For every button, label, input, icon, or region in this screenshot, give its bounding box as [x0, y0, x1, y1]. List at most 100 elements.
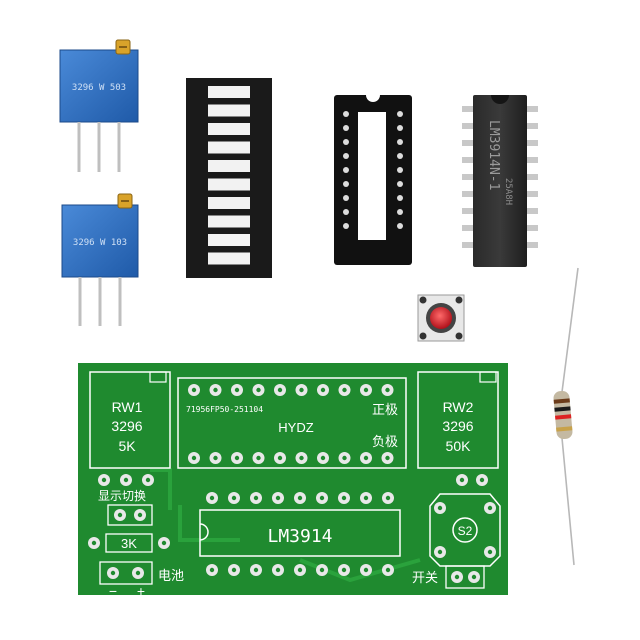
socket-contact: [397, 195, 403, 201]
solder-pad-hole: [191, 455, 197, 461]
pot-bottom-marking: 3296 W 103: [73, 238, 127, 248]
pcb-s2: S2: [458, 524, 473, 538]
solder-pad-hole: [275, 567, 281, 573]
pcb-display-switch: 显示切换: [98, 489, 146, 503]
socket-contact: [343, 167, 349, 173]
socket-contact: [343, 111, 349, 117]
led-segment: [208, 123, 250, 135]
led-segment: [208, 197, 250, 209]
socket-contact: [343, 209, 349, 215]
socket-contact: [397, 181, 403, 187]
solder-pad-hole: [234, 387, 240, 393]
chip-pin: [462, 225, 474, 231]
solder-pad-hole: [253, 495, 259, 501]
pcb-hydz: HYDZ: [278, 420, 313, 435]
led-segment: [208, 215, 250, 228]
pcb-pads: [88, 384, 496, 583]
led-segment: [208, 178, 250, 191]
chip-pin: [526, 208, 538, 214]
solder-pad-hole: [213, 387, 218, 393]
rw1-name: RW1: [112, 399, 143, 415]
socket-holes: [343, 111, 403, 229]
solder-pad-hole: [231, 567, 237, 573]
solder-pad-hole: [145, 477, 151, 483]
chip-part-number: LM3914N-1: [486, 120, 501, 190]
rw2-type: 3296: [442, 418, 473, 434]
solder-pad-hole: [191, 387, 197, 393]
led-segment: [208, 104, 250, 117]
solder-pad-hole: [299, 455, 304, 461]
solder-pad-hole: [437, 505, 443, 511]
solder-pad-hole: [123, 477, 129, 483]
socket-contact: [397, 209, 403, 215]
solder-pad-hole: [231, 495, 237, 501]
solder-pad-hole: [437, 549, 443, 555]
chip-pin: [462, 208, 474, 214]
rw1-value: 5K: [118, 438, 136, 454]
solder-pad-hole: [487, 505, 493, 511]
solder-pad-hole: [277, 387, 283, 393]
socket-contact: [343, 153, 349, 159]
solder-pad-hole: [319, 567, 325, 573]
solder-pad-hole: [385, 387, 390, 393]
solder-pad-hole: [234, 455, 240, 461]
chip-pin: [462, 140, 474, 146]
potentiometer-top: 3296 W 503: [59, 39, 139, 172]
chip-date-code: 25A8H: [503, 178, 513, 205]
lm3914-chip: LM3914N-1 25A8H: [462, 95, 538, 267]
solder-pad-hole: [363, 495, 369, 501]
solder-pad-hole: [385, 567, 391, 573]
pcb-minus: −: [109, 583, 117, 599]
pcb-switch-label: 开关: [412, 571, 438, 586]
solder-pad-hole: [275, 495, 281, 501]
chip-pin: [526, 106, 538, 112]
led-segment: [208, 86, 250, 98]
solder-pad-hole: [341, 495, 347, 501]
solder-pad-hole: [101, 477, 107, 483]
solder-pad-hole: [297, 495, 303, 501]
chip-pin: [526, 140, 538, 146]
led-segment: [208, 141, 250, 154]
pot-top-marking: 3296 W 503: [72, 83, 126, 93]
rw2-value: 50K: [446, 438, 472, 454]
socket-contact: [397, 223, 403, 229]
solder-pad-hole: [256, 455, 261, 461]
socket-contact: [343, 223, 349, 229]
pcb-part-code: 71956FP50-251104: [186, 405, 263, 414]
solder-pad-hole: [459, 477, 465, 483]
pcb-plus: +: [137, 583, 145, 599]
potentiometer-bottom: 3296 W 103: [61, 193, 139, 326]
solder-pad-hole: [256, 387, 261, 393]
solder-pad-hole: [209, 567, 215, 573]
solder-pad-hole: [209, 495, 215, 501]
socket-contact: [397, 167, 403, 173]
solder-pad-hole: [363, 387, 369, 393]
rw2-name: RW2: [443, 399, 474, 415]
socket-contact: [397, 125, 403, 131]
pcb-ic-label: LM3914: [267, 526, 332, 547]
chip-pin: [462, 157, 474, 163]
chip-pin: [462, 242, 474, 248]
solder-pad-hole: [297, 567, 303, 573]
pcb-negative: 负极: [372, 435, 398, 450]
chip-pin: [462, 174, 474, 180]
led-segment: [208, 234, 250, 246]
chip-pin: [526, 242, 538, 248]
led-segments: [208, 86, 250, 265]
solder-pad-hole: [363, 567, 369, 573]
chip-pin: [526, 123, 538, 129]
led-bar-graph: [186, 78, 272, 278]
solder-pad-hole: [385, 495, 391, 501]
solder-pad-hole: [320, 387, 326, 393]
solder-pad-hole: [342, 387, 347, 393]
chip-pin: [526, 191, 538, 197]
socket-contact: [343, 181, 349, 187]
socket-contact: [397, 153, 403, 159]
solder-pad-hole: [253, 567, 259, 573]
solder-pad-hole: [341, 567, 347, 573]
solder-pad-hole: [487, 549, 493, 555]
solder-pad-hole: [454, 574, 460, 580]
resistor: [553, 267, 579, 566]
chip-pins: [462, 106, 538, 248]
